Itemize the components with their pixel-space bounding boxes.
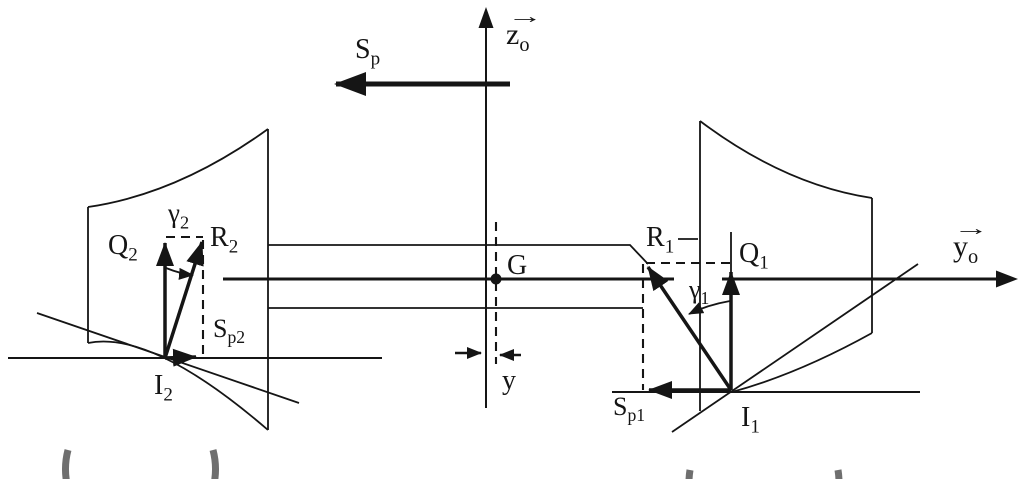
sp2-force-label: Sp2 [213, 314, 246, 348]
y-offset-dimension [455, 347, 521, 361]
y-axis-arrowhead-icon [996, 270, 1018, 288]
axle-top-line [268, 244, 649, 265]
left-wheel-top-curve [87, 128, 269, 208]
i1-contact-point-label: I1 [741, 402, 760, 438]
right-wheel-plane-line [671, 263, 919, 433]
g-point [490, 273, 502, 285]
right-wheel-bottom-curve [731, 332, 873, 393]
gamma2-angle-arrow [165, 267, 194, 280]
gamma1-angle-arc [688, 300, 731, 315]
right-wheel-outline [671, 120, 919, 433]
left-tire-arc [62, 449, 219, 479]
i2-contact-point-label: I2 [154, 370, 173, 406]
y-offset-label: y [502, 365, 516, 396]
gravity-center-label: G [507, 250, 528, 281]
force-vectors [156, 241, 740, 399]
z-axis-vector-arrow-icon: → [507, 4, 543, 28]
gamma2-angle-label: γ2 [168, 198, 190, 233]
right-wheel-top-curve [699, 120, 873, 199]
r1-vector [646, 266, 733, 391]
right-tire-arc [685, 469, 843, 479]
r2-force-label: R2 [210, 222, 239, 258]
r1-force-label: R1 [646, 222, 675, 258]
sp-force-label: Sp [355, 34, 381, 70]
sp2-vector [164, 348, 197, 367]
gamma1-angle-label: γ1 [689, 275, 710, 309]
z-axis-arrowhead-icon [478, 7, 494, 28]
z-axis [478, 7, 494, 408]
q1-force-label: Q1 [739, 238, 769, 274]
sp1-force-label: Sp1 [613, 392, 646, 426]
y-axis-vector-arrow-icon: → [953, 216, 989, 240]
r2-vector [163, 241, 204, 359]
z-axis-label: zo [506, 18, 530, 56]
left-wheel-bottom-curve [87, 340, 269, 431]
q2-force-label: Q2 [108, 230, 138, 266]
y-axis-label: yo [953, 230, 979, 268]
y-axis [223, 270, 1018, 288]
